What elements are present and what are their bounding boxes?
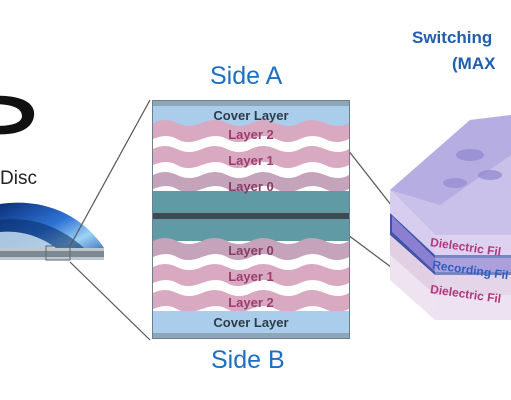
switching-title-line1: Switching [412,28,493,47]
side-b-layer-2-label: Layer 2 [228,295,274,310]
side-b-title: Side B [211,346,285,374]
switching-film-block: Dielectric Fil Recording Fil Dielectric … [380,95,511,335]
side-a-title: Side A [210,62,283,90]
disc-logo [0,90,40,150]
side-b-layer-1-label: Layer 1 [228,269,274,284]
side-a-cover-layer-label: Cover Layer [213,108,289,123]
side-a-layer-1-label: Layer 1 [228,153,274,168]
side-b-layer-0-label: Layer 0 [228,243,274,258]
disc-graphic [0,190,110,270]
disc-label: Disc [0,168,37,189]
side-b-cover-layer-label: Cover Layer [213,315,289,330]
cross-section-stack: Cover Layer Layer 2 Layer 1 Layer 0 Laye… [152,100,350,339]
switching-title-line2: (MAX [452,54,496,73]
side-a-layer-2-label: Layer 2 [228,127,274,142]
side-a-layer-0-label: Layer 0 [228,179,274,194]
